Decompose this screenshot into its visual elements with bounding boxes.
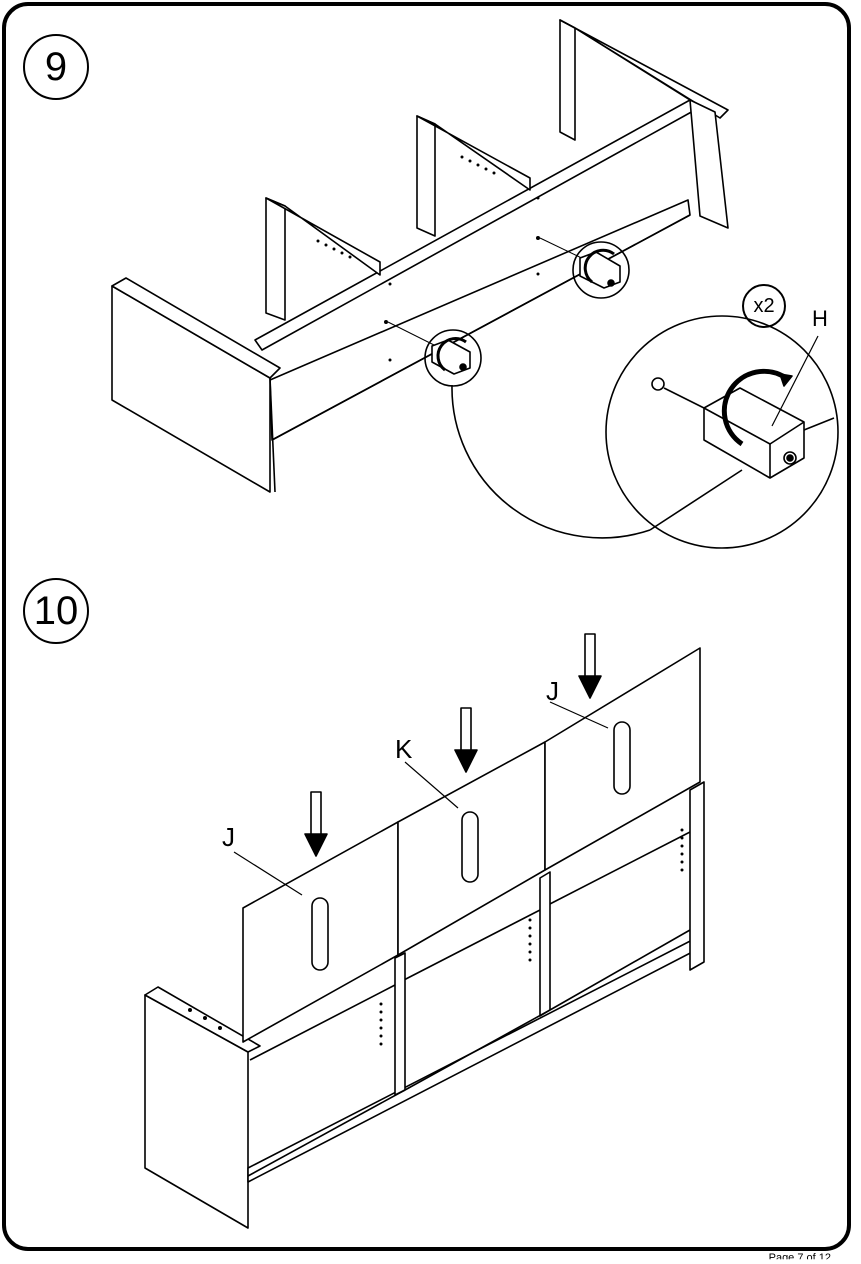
part-label-h: H xyxy=(812,306,828,331)
step-9-frame-drawing xyxy=(111,19,839,549)
step-10-unit-drawing xyxy=(144,633,705,1229)
part-label-j-left: J xyxy=(222,822,235,852)
step-10-number: 10 xyxy=(33,588,79,633)
step-9-badge: 9 xyxy=(23,34,89,100)
page-footer: Page 7 of 12 xyxy=(768,1252,831,1264)
quantity-badge: x2 xyxy=(742,284,786,328)
step-9-number: 9 xyxy=(44,44,68,89)
page-frame xyxy=(2,2,851,1251)
part-label-j-right: J xyxy=(546,676,559,706)
quantity-text: x2 xyxy=(753,294,775,317)
step-10-badge: 10 xyxy=(23,578,89,644)
part-label-k: K xyxy=(395,734,413,764)
